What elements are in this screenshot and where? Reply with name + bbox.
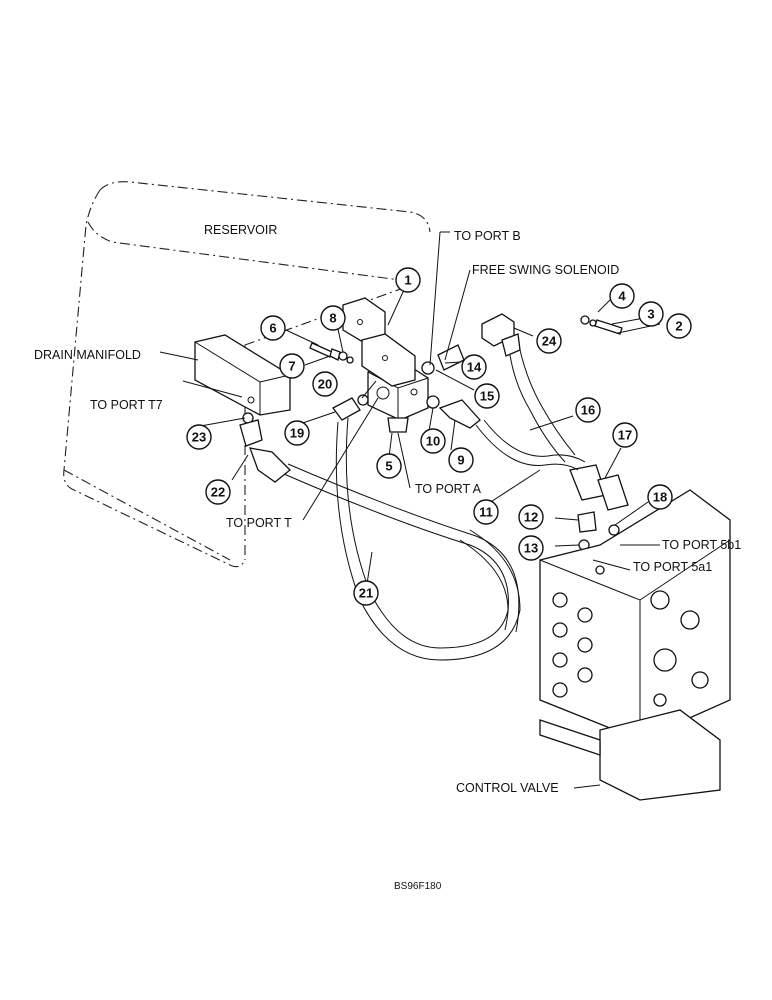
callout-19: 19 xyxy=(284,420,310,446)
callout-4: 4 xyxy=(609,283,635,309)
hoses xyxy=(283,349,586,661)
callout-number: 17 xyxy=(618,428,632,443)
to-port-5b1-label: TO PORT 5b1 xyxy=(662,538,741,552)
callout-18: 18 xyxy=(647,484,673,510)
reservoir-label: RESERVOIR xyxy=(204,223,277,237)
callout-6: 6 xyxy=(260,315,286,341)
callout-number: 4 xyxy=(618,289,626,304)
control-valve-part xyxy=(539,489,731,801)
callout-number: 16 xyxy=(581,403,595,418)
callout-number: 5 xyxy=(385,459,392,474)
callout-number: 23 xyxy=(192,430,206,445)
callout-5: 5 xyxy=(376,453,402,479)
callout-number: 18 xyxy=(653,490,667,505)
to-port-a-label: TO PORT A xyxy=(415,482,482,496)
callout-number: 10 xyxy=(426,434,440,449)
callout-number: 1 xyxy=(404,273,411,288)
callout-number: 24 xyxy=(542,334,557,349)
callout-1: 1 xyxy=(395,267,421,293)
to-port-5a1-label: TO PORT 5a1 xyxy=(633,560,712,574)
callout-number: 20 xyxy=(318,377,332,392)
callout-9: 9 xyxy=(448,447,474,473)
callout-3: 3 xyxy=(638,301,664,327)
callout-15: 15 xyxy=(474,383,500,409)
leader-lines xyxy=(159,231,661,789)
callout-21: 21 xyxy=(353,580,379,606)
fittings xyxy=(239,313,629,533)
callout-number: 8 xyxy=(329,311,336,326)
to-port-t-label: TO PORT T xyxy=(226,516,292,530)
callout-23: 23 xyxy=(186,424,212,450)
callout-number: 9 xyxy=(457,453,464,468)
callout-number: 2 xyxy=(675,319,682,334)
bracket-part xyxy=(342,297,416,387)
callout-8: 8 xyxy=(320,305,346,331)
callout-number: 6 xyxy=(269,321,276,336)
callout-17: 17 xyxy=(612,422,638,448)
callout-number: 21 xyxy=(359,586,373,601)
callout-2: 2 xyxy=(666,313,692,339)
callout-16: 16 xyxy=(575,397,601,423)
control-valve-label: CONTROL VALVE xyxy=(456,781,559,795)
to-port-t7-label: TO PORT T7 xyxy=(90,398,163,412)
drain-manifold-label: DRAIN MANIFOLD xyxy=(34,348,141,362)
callout-number: 13 xyxy=(524,541,538,556)
callout-10: 10 xyxy=(420,428,446,454)
callout-22: 22 xyxy=(205,479,231,505)
drain-manifold-part xyxy=(194,334,291,416)
callout-number: 3 xyxy=(647,307,654,322)
callout-13: 13 xyxy=(518,535,544,561)
callout-14: 14 xyxy=(461,354,487,380)
callout-number: 19 xyxy=(290,426,304,441)
callout-number: 7 xyxy=(288,359,295,374)
callout-12: 12 xyxy=(518,504,544,530)
callout-number: 22 xyxy=(211,485,225,500)
callout-number: 11 xyxy=(479,505,493,520)
free-swing-solenoid-label: FREE SWING SOLENOID xyxy=(472,263,619,277)
callout-20: 20 xyxy=(312,371,338,397)
to-port-b-label: TO PORT B xyxy=(454,229,521,243)
callout-number: 15 xyxy=(480,389,494,404)
callout-11: 11 xyxy=(473,499,499,525)
figure-code: BS96F180 xyxy=(394,881,442,892)
callout-24: 24 xyxy=(536,328,562,354)
callout-number: 14 xyxy=(467,360,482,375)
fasteners xyxy=(242,315,623,551)
callout-7: 7 xyxy=(279,353,305,379)
callout-number: 12 xyxy=(524,510,538,525)
